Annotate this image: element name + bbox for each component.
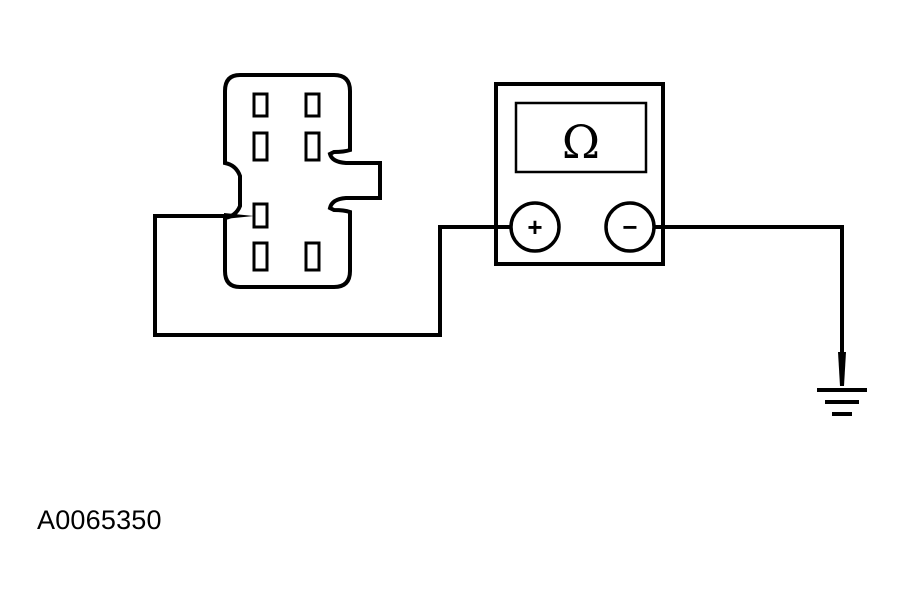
ground-probe-tip: [838, 352, 846, 386]
connector-pin-6: [252, 241, 269, 272]
connector-pin-7: [304, 241, 321, 272]
connector-pin-1: [252, 92, 269, 118]
meter-body: [494, 82, 665, 266]
connector-housing: [223, 73, 382, 289]
connector-pin-2: [304, 92, 321, 118]
ohmmeter: Ω + −: [494, 82, 665, 266]
positive-terminal: [509, 201, 561, 253]
meter-display-symbol: Ω: [562, 115, 600, 169]
connector: [223, 73, 382, 289]
probe-tip: [224, 213, 254, 219]
connector-pin-3: [252, 131, 269, 162]
negative-terminal-label: −: [622, 212, 637, 242]
meter-display: [514, 101, 648, 174]
positive-lead-wire: [153, 214, 512, 337]
ground-symbol-icon: [817, 352, 867, 416]
connector-pin-4: [304, 131, 321, 162]
probe-tip-icon: [224, 213, 254, 219]
connector-pin-5: [252, 202, 269, 229]
negative-lead-wire: [654, 225, 844, 355]
positive-terminal-label: +: [527, 212, 542, 242]
figure-id-label: A0065350: [37, 505, 162, 535]
